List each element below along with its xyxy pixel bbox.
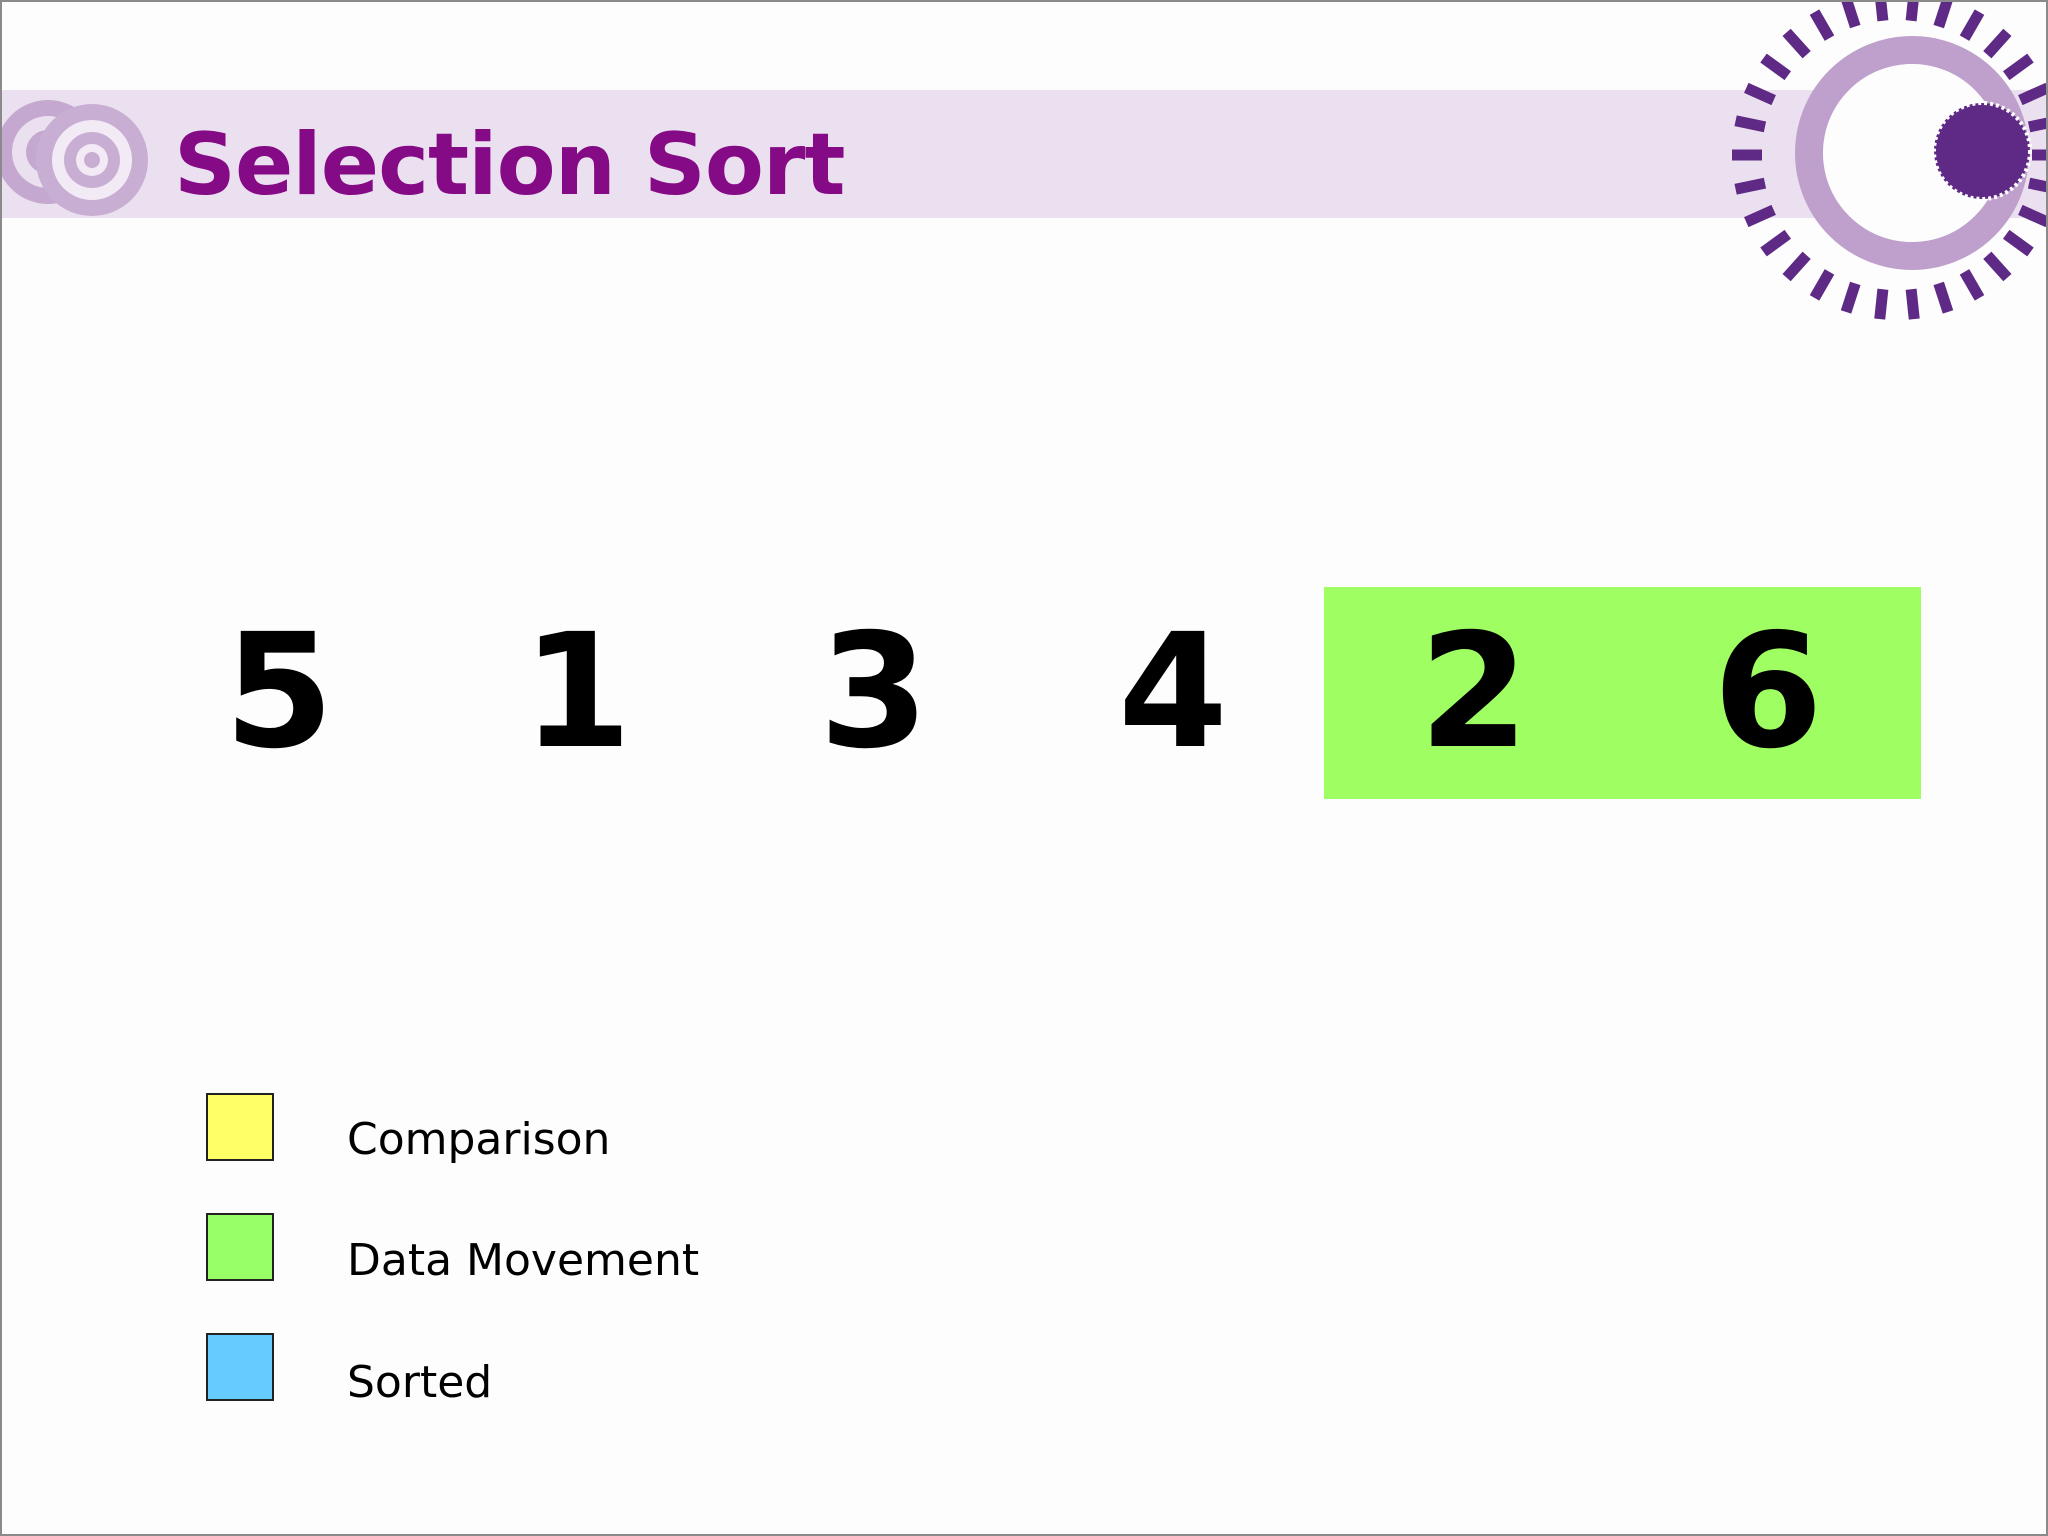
sunburst-ray [2018,204,2046,228]
legend-label-comparison: Comparison [347,1114,611,1165]
sunburst-ray [1841,2,1861,29]
legend-swatch-sorted [206,1333,274,1401]
sunburst-ray [1933,2,1953,29]
slide-title: Selection Sort [174,115,845,215]
sunburst-decoration-icon [1732,2,2046,320]
sunburst-ray [1959,269,1985,301]
legend-swatch-data-movement [206,1213,274,1281]
sunburst-ray [2002,53,2034,81]
sunburst-ray [1983,251,2012,282]
legend-label-sorted: Sorted [347,1357,493,1408]
sunburst-ray [1809,9,1835,41]
legend-label-data-movement: Data Movement [347,1235,700,1286]
target-logo-icon [2,100,148,216]
sunburst-ray [2027,177,2046,193]
sunburst-ray [1933,281,1954,314]
sunburst-ray [1760,53,1792,81]
legend-swatch-comparison [206,1093,274,1161]
sunburst-ray [1782,251,1811,282]
sunburst-ray [1809,269,1835,301]
sunburst-ray [1840,281,1861,314]
sunburst-ray [1744,82,1776,106]
sunburst-ray [2002,229,2034,257]
sunburst-ray [1875,2,1889,22]
sunburst-ray [2018,82,2046,106]
sunburst-ray [1744,204,1776,228]
sunburst-ray [1959,9,1985,41]
array-value: 1 [522,600,632,784]
sunburst-ray [1734,115,1767,133]
array-value: 3 [819,600,929,784]
sunburst-ray [1760,229,1792,257]
sunburst-ray [1874,288,1889,320]
sunburst-ray [1734,177,1767,195]
sunburst-ray [1905,2,1919,22]
sunburst-ray [2027,117,2046,133]
data-movement-highlight [1324,587,1921,799]
array-value: 6 [1713,600,1823,784]
sunburst-center [1932,101,2032,201]
sunburst-ray [1782,28,1811,59]
title-band [2,90,2046,218]
array-value: 4 [1118,600,1228,784]
sunburst-ray [1983,28,2012,59]
array-value: 5 [224,600,334,784]
array-value: 2 [1419,600,1529,784]
sunburst-ray [1905,288,1920,320]
